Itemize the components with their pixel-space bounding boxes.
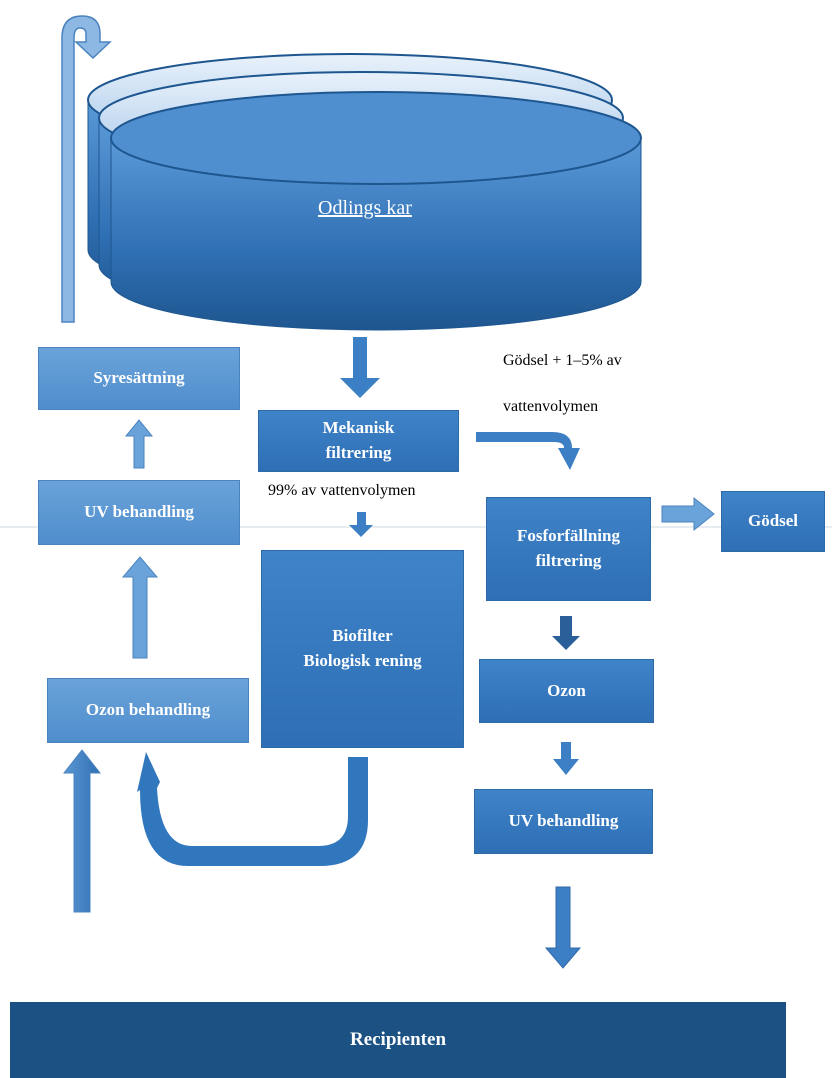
- recipienten-label: Recipienten: [349, 1029, 447, 1051]
- arrow-fosfor-to-ozon: [552, 616, 580, 650]
- ozon-right-box: Ozon: [479, 659, 654, 723]
- ozon-behandling-box: Ozon behandling: [47, 678, 249, 743]
- godsel-label: Gödsel: [747, 511, 799, 531]
- syresattning-label: Syresättning: [93, 368, 185, 388]
- arrow-uv-to-recipienten: [544, 886, 582, 969]
- uv-behandling-right-label: UV behandling: [508, 811, 619, 831]
- culture-tanks: [87, 53, 642, 331]
- mekanisk-label-line2: filtrering: [325, 443, 392, 462]
- fosfor-label-line1: Fosforfällning: [517, 526, 620, 546]
- syresattning-box: Syresättning: [38, 347, 240, 410]
- fosfor-label-line2: filtrering: [535, 551, 602, 570]
- arrow-tank-to-mekanisk: [340, 337, 380, 398]
- arrow-uv-to-syresattning: [124, 419, 154, 469]
- arrow-biofilter-to-ozon: [137, 752, 368, 866]
- arrow-ozon-to-uv-right: [553, 742, 579, 775]
- uv-behandling-right-box: UV behandling: [474, 789, 653, 854]
- arrow-fosfor-to-godsel: [661, 496, 715, 532]
- fosforfallning-box: Fosforfällning filtrering: [486, 497, 651, 601]
- godsel-note-line2: vattenvolymen: [503, 398, 599, 415]
- arrow-mekanisk-to-biofilter: [349, 512, 373, 537]
- biofilter-label-line1: Biofilter: [332, 626, 393, 646]
- uv-behandling-left-box: UV behandling: [38, 480, 240, 545]
- return-pipe-arrow: [61, 15, 112, 323]
- arrow-ozon-to-uv: [121, 556, 159, 659]
- arrow-recipienten-to-ozon: [62, 749, 102, 913]
- tank-label: Odlings kar: [318, 197, 412, 219]
- mekanisk-label-line1: Mekanisk: [322, 418, 395, 438]
- recipienten-bar: Recipienten: [10, 1002, 786, 1078]
- godsel-box: Gödsel: [721, 491, 825, 552]
- mekanisk-filtrering-box: Mekanisk filtrering: [258, 410, 459, 472]
- godsel-note-line1: Gödsel + 1–5% av: [503, 352, 622, 369]
- ozon-behandling-label: Ozon behandling: [85, 700, 211, 720]
- uv-behandling-left-label: UV behandling: [84, 502, 194, 522]
- arrow-mekanisk-to-fosfor: [476, 432, 580, 470]
- biofilter-box: Biofilter Biologisk rening: [261, 550, 464, 748]
- biofilter-label-line2: Biologisk rening: [303, 651, 422, 670]
- percent99-note: 99% av vattenvolymen: [268, 482, 416, 499]
- ozon-right-label: Ozon: [547, 680, 586, 700]
